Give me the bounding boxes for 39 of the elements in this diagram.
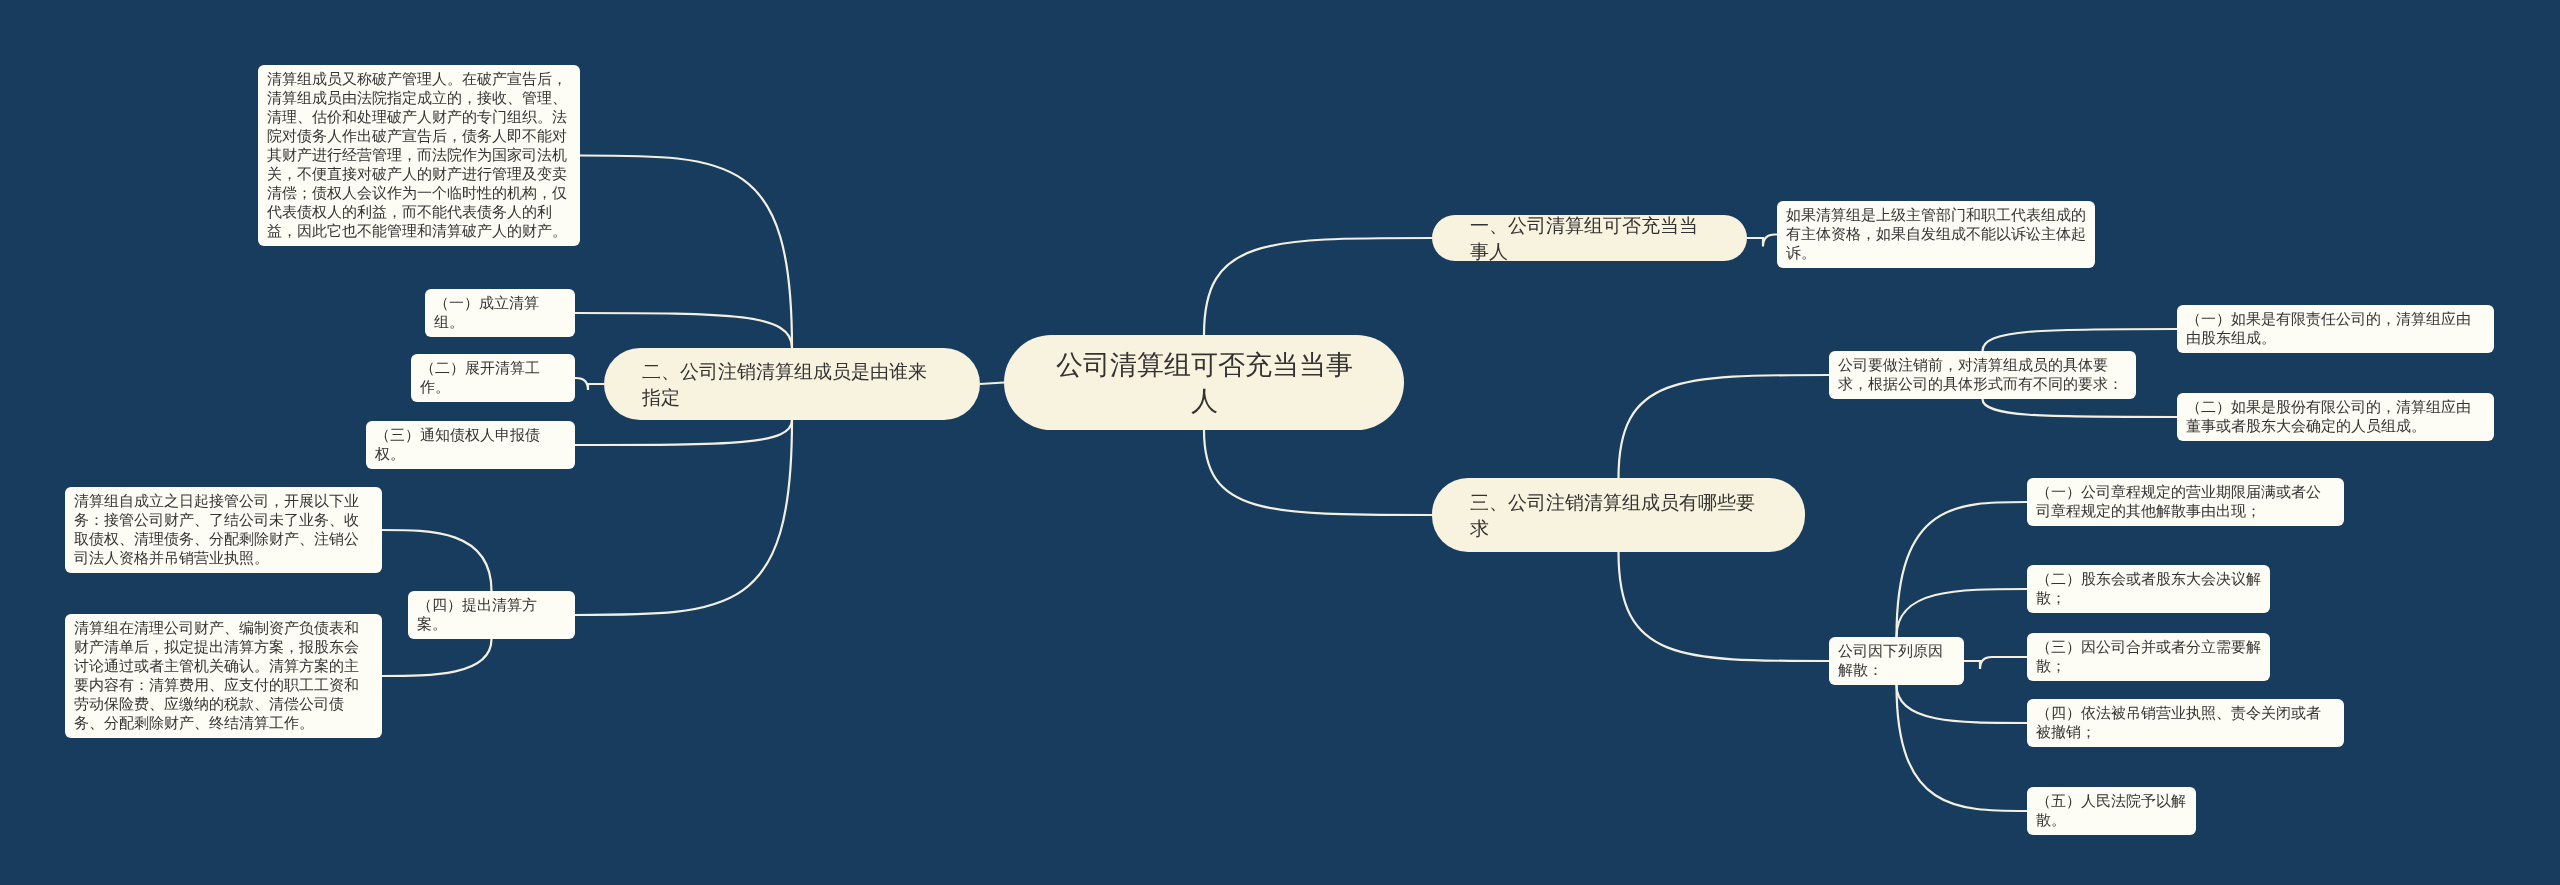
connector-line xyxy=(1617,373,1829,479)
connector-line xyxy=(1202,429,1432,517)
connector-line xyxy=(1895,684,2027,813)
subtopic-box: （一）公司章程规定的营业期限届满或者公司章程规定的其他解散事由出现； xyxy=(2027,478,2344,526)
connector-line xyxy=(979,381,1005,386)
branch-topic: 一、公司清算组可否充当当事人 xyxy=(1432,215,1747,261)
subtopic-box: （四）依法被吊销营业执照、责令关闭或者被撤销； xyxy=(2027,699,2344,747)
subtopic-box: 公司因下列原因解散： xyxy=(1829,637,1964,685)
connector-line xyxy=(1617,551,1829,663)
subtopic-box: 如果清算组是上级主管部门和职工代表组成的有主体资格，如果自发组成不能以诉讼主体起诉。 xyxy=(1777,201,2095,268)
subtopic-box: 清算组成员又称破产管理人。在破产宣告后，清算组成员由法院指定成立的，接收、管理、清理、估价和处理破产人财产的专门组织。法院对债务人作出破产宣告后，债务人即不能对其财产进行经营管理，而法院作为国家司法机关，不便直接对破产人的财产进行管理及变卖清偿；债权人会议作为一个临时性的机构，仅代表债权人的利益，而不能代表债务人的利益，因此它也不能管理和清算破产人的财产。 xyxy=(258,65,580,246)
connector-line xyxy=(1202,236,1432,336)
connector-line xyxy=(1981,327,2177,352)
connector-line xyxy=(574,376,604,392)
branch-topic: 三、公司注销清算组成员有哪些要求 xyxy=(1432,478,1805,552)
subtopic-box: （五）人民法院予以解散。 xyxy=(2027,787,2196,835)
central-topic: 公司清算组可否充当当事人 xyxy=(1004,335,1404,430)
subtopic-box: （一）成立清算组。 xyxy=(425,289,575,337)
connector-line xyxy=(382,528,493,592)
connector-line xyxy=(1895,500,2027,638)
subtopic-box: （二）如果是股份有限公司的，清算组应由董事或者股东大会确定的人员组成。 xyxy=(2177,393,2494,441)
branch-topic: 二、公司注销清算组成员是由谁来指定 xyxy=(604,348,980,420)
subtopic-box: （四）提出清算方案。 xyxy=(408,591,575,639)
subtopic-box: （三）通知债权人申报债权。 xyxy=(366,421,575,469)
subtopic-box: （二）展开清算工作。 xyxy=(411,354,575,402)
connector-line xyxy=(382,638,493,678)
connector-line xyxy=(1981,398,2177,419)
connector-line xyxy=(1964,655,2027,671)
subtopic-box: 公司要做注销前，对清算组成员的具体要求，根据公司的具体形式而有不同的要求： xyxy=(1829,351,2136,399)
subtopic-box: （一）如果是有限责任公司的，清算组应由由股东组成。 xyxy=(2177,305,2494,353)
connector-line xyxy=(1895,587,2027,638)
connector-line xyxy=(1747,233,1777,248)
subtopic-box: （三）因公司合并或者分立需要解散； xyxy=(2027,633,2270,681)
connector-line xyxy=(575,419,794,447)
subtopic-box: （二）股东会或者股东大会决议解散； xyxy=(2027,565,2270,613)
subtopic-box: 清算组在清理公司财产、编制资产负债表和财产清单后，拟定提出清算方案，报股东会讨论通过或者主管机关确认。清算方案的主要内容有：清算费用、应支付的职工工资和劳动保险费、应缴纳的税款、清偿公司债务、分配剩除财产、终结清算工作。 xyxy=(65,614,382,738)
subtopic-box: 清算组自成立之日起接管公司，开展以下业务：接管公司财产、了结公司未了业务、收取债权、清理债务、分配剩除财产、注销公司法人资格并吊销营业执照。 xyxy=(65,487,382,573)
connector-line xyxy=(575,419,794,617)
connector-line xyxy=(575,311,794,349)
